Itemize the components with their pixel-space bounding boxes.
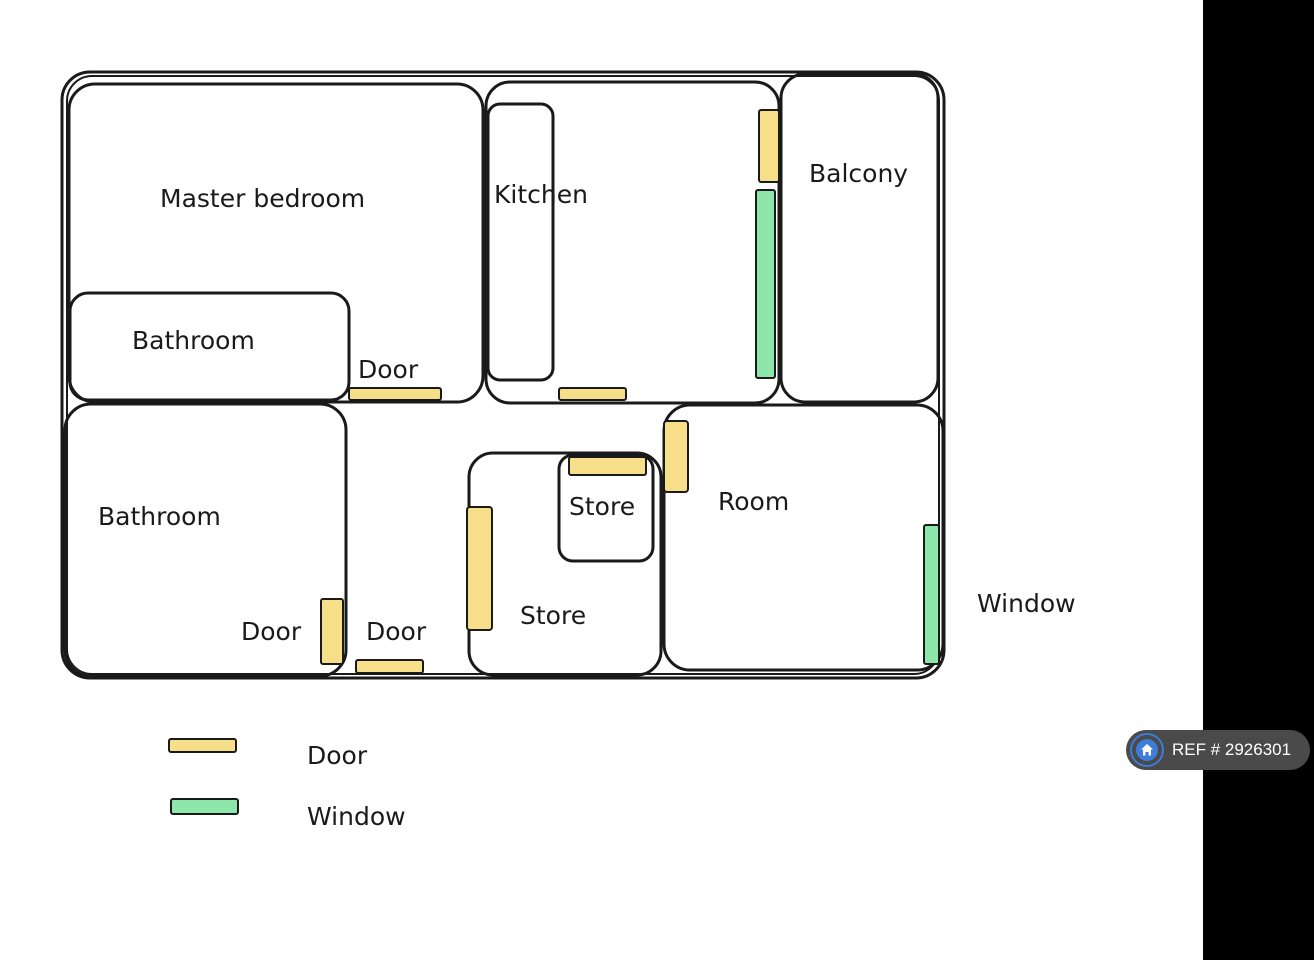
annotation-window-room: Window [977, 589, 1076, 618]
label-store-small: Store [569, 492, 635, 521]
door-bathroom-lower [320, 598, 344, 665]
master-bedroom-outline [67, 82, 485, 404]
right-black-margin [1203, 0, 1314, 960]
door-room [663, 420, 689, 493]
kitchen-outline [484, 80, 781, 405]
floor-plan-diagram: Master bedroom Bathroom Kitchen Balcony … [60, 70, 1076, 831]
annotation-door-bathroom-lower: Door [241, 617, 302, 646]
door-kitchen-balcony [758, 109, 780, 183]
reference-badge: REF # 2926301 [1126, 730, 1310, 770]
legend-window-swatch [170, 798, 239, 815]
home-icon [1130, 733, 1164, 767]
legend: Door Window [168, 738, 406, 831]
legend-window-label: Window [307, 802, 406, 831]
annotation-door-corridor: Door [366, 617, 427, 646]
legend-door-label: Door [307, 741, 368, 770]
label-kitchen: Kitchen [494, 180, 588, 209]
window-room [923, 524, 940, 665]
door-kitchen [558, 387, 627, 401]
label-balcony: Balcony [809, 159, 908, 188]
reference-text: REF # 2926301 [1172, 740, 1292, 759]
label-store-large: Store [520, 601, 586, 630]
door-corridor [355, 659, 424, 674]
outer-wall [60, 70, 946, 680]
legend-door-swatch [168, 738, 237, 753]
bathroom-upper-outline [68, 291, 351, 402]
label-bathroom-lower: Bathroom [98, 502, 221, 531]
door-store-small [568, 456, 647, 476]
door-store-large [466, 506, 493, 631]
kitchen-counter [486, 102, 555, 382]
label-bathroom-upper: Bathroom [132, 326, 255, 355]
door-master-bedroom [348, 387, 442, 401]
label-master-bedroom: Master bedroom [160, 184, 365, 213]
annotation-door-master: Door [358, 355, 419, 384]
store-small-outline [557, 453, 655, 563]
window-kitchen [755, 189, 776, 379]
store-large-outline [467, 451, 663, 677]
balcony-outline [779, 72, 940, 404]
floor-plan-canvas: Master bedroom Bathroom Kitchen Balcony … [60, 70, 1076, 831]
bathroom-lower-outline [63, 402, 348, 678]
room-outline [662, 403, 945, 672]
label-room: Room [718, 487, 789, 516]
